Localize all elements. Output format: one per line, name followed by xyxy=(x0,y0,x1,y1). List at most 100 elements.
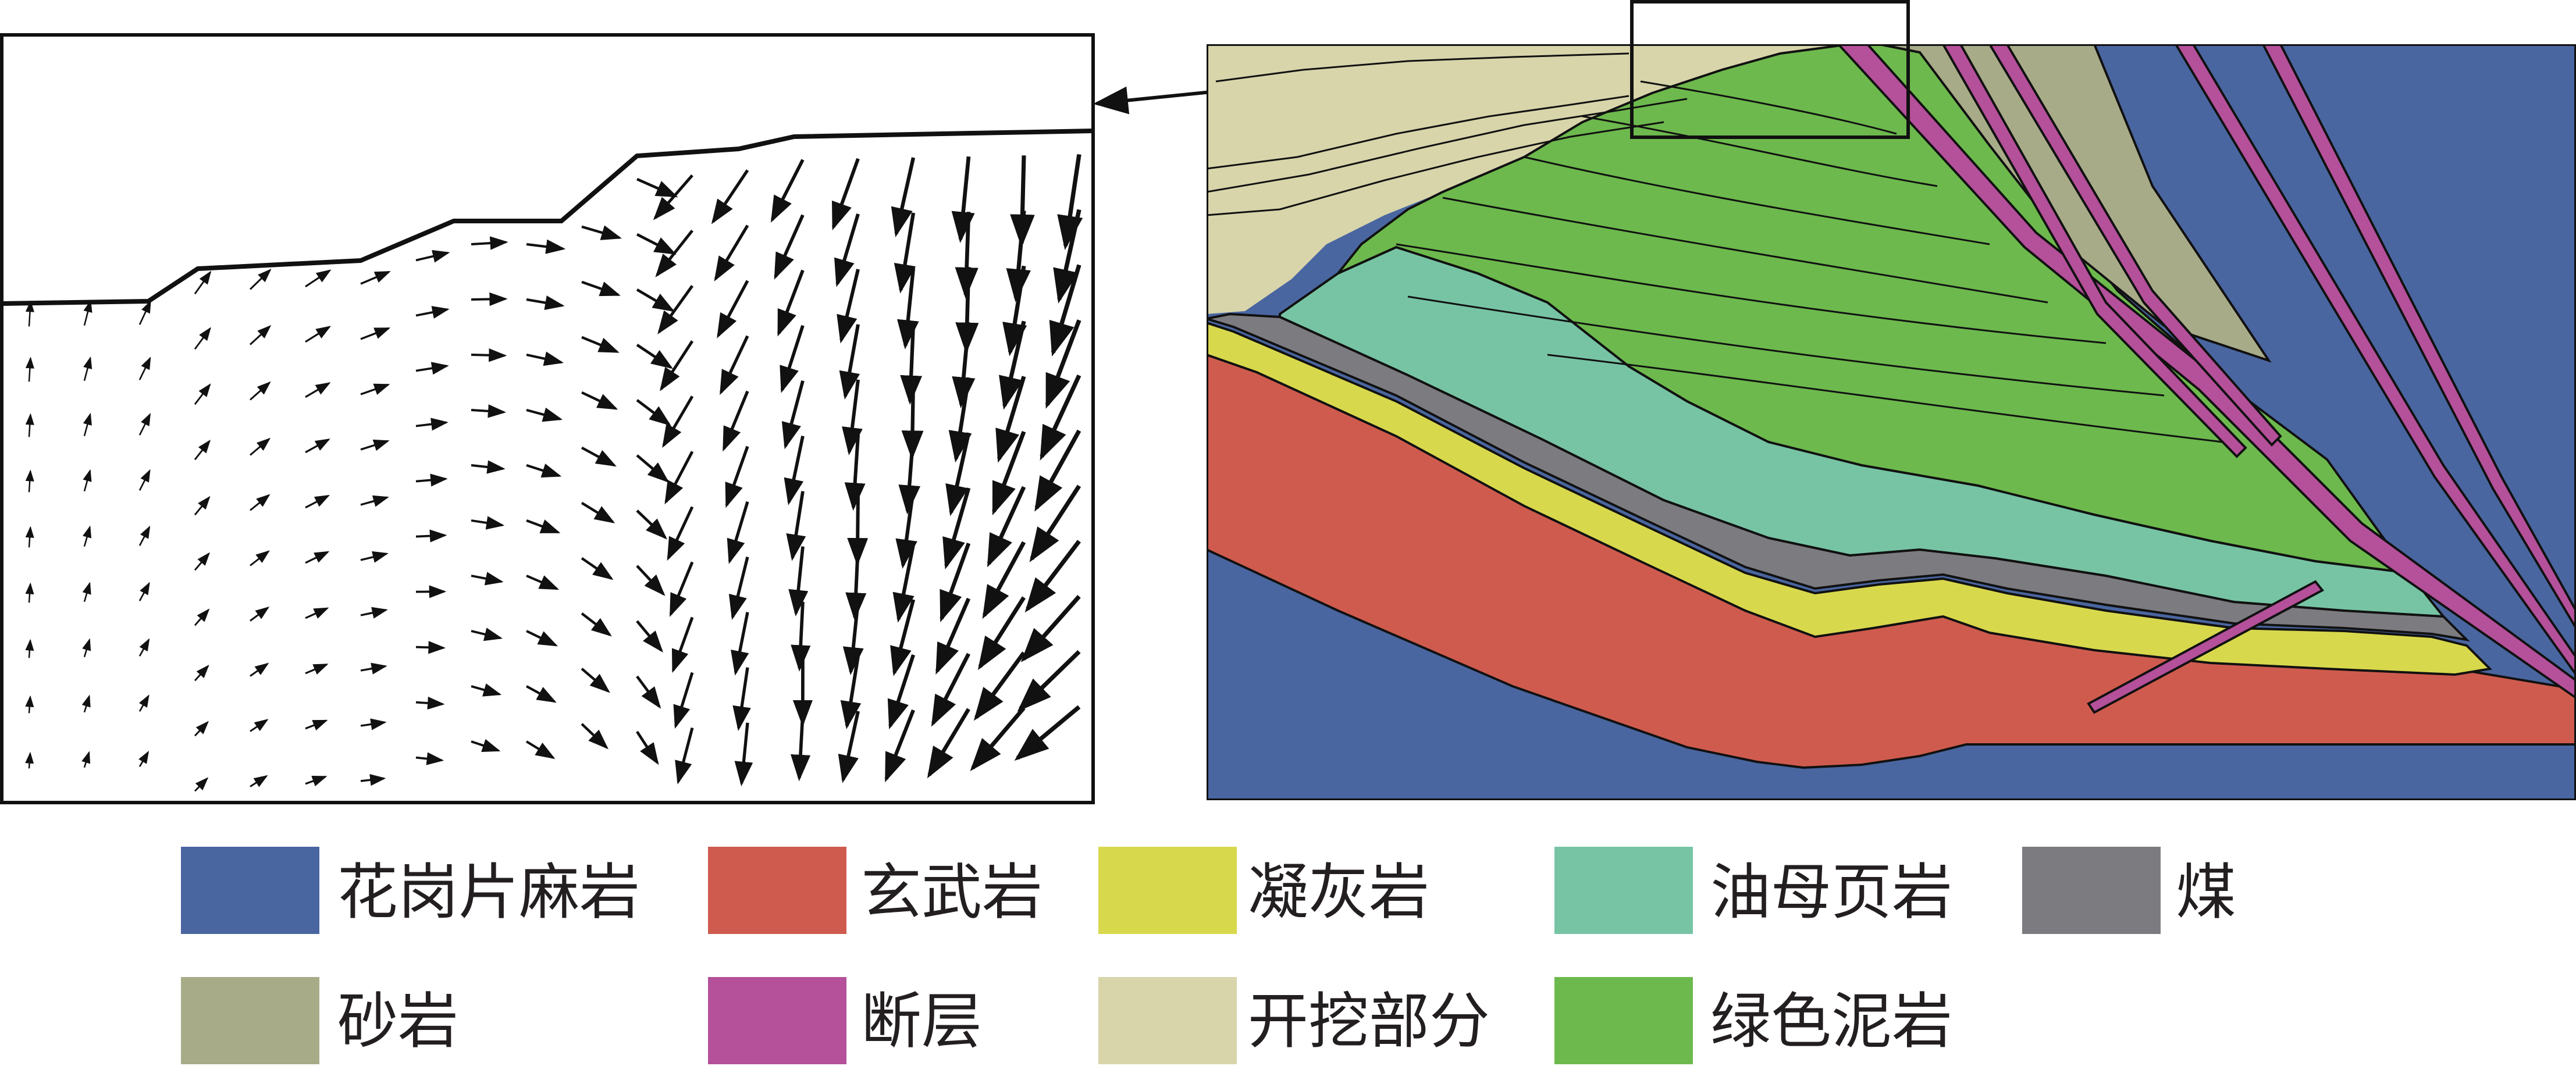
displacement-vector xyxy=(194,270,212,295)
fault-b xyxy=(1941,44,2247,458)
legend-swatch-green-mudstone xyxy=(1554,977,1693,1064)
displacement-vector xyxy=(891,157,916,237)
displacement-vector xyxy=(955,212,979,299)
legend-swatch-excavated-part xyxy=(1098,977,1237,1064)
displacement-vector xyxy=(720,335,749,395)
displacement-vector xyxy=(305,269,332,288)
displacement-vector xyxy=(940,543,971,623)
displacement-vector xyxy=(526,519,561,534)
displacement-vector xyxy=(942,487,971,570)
displacement-vector xyxy=(526,575,560,590)
legend-label-sandstone: 砂岩 xyxy=(337,986,458,1057)
displacement-vector xyxy=(360,495,389,507)
displacement-vector xyxy=(415,696,445,710)
displacement-vector xyxy=(673,672,694,729)
displacement-vector xyxy=(831,158,860,231)
displacement-vector xyxy=(581,668,610,693)
displacement-vector xyxy=(1057,154,1083,251)
displacement-vector xyxy=(305,607,329,619)
displacement-vector xyxy=(837,269,860,344)
displacement-vector xyxy=(892,544,916,623)
displacement-vector xyxy=(581,446,617,467)
displacement-vector xyxy=(25,582,34,603)
displacement-vector xyxy=(1034,429,1081,512)
displacement-vector xyxy=(662,395,694,448)
displacement-vector xyxy=(83,525,92,547)
displacement-vector xyxy=(138,525,151,546)
displacement-vector xyxy=(194,552,210,571)
displacement-vector xyxy=(667,506,694,561)
legend-label-basalt: 玄武岩 xyxy=(861,857,1043,928)
displacement-vector xyxy=(305,719,328,731)
displacement-vector xyxy=(1006,210,1031,302)
displacement-vector xyxy=(25,356,34,382)
displacement-vector xyxy=(81,694,91,713)
displacement-vector xyxy=(415,641,446,654)
displacement-vector xyxy=(360,607,388,619)
displacement-vector xyxy=(935,597,971,675)
displacement-vector xyxy=(722,390,749,452)
displacement-vector xyxy=(840,655,862,730)
displacement-vector xyxy=(728,557,749,620)
displacement-vector xyxy=(987,486,1026,568)
displacement-vector xyxy=(360,327,391,340)
displacement-vector xyxy=(249,269,272,290)
displacement-vector xyxy=(581,225,622,240)
displacement-vector xyxy=(1024,540,1081,613)
displacement-vector xyxy=(305,495,330,509)
displacement-vector xyxy=(250,494,271,511)
displacement-vector-panel xyxy=(0,33,1095,804)
displacement-vector xyxy=(780,325,805,393)
displacement-vector xyxy=(194,665,209,682)
displacement-vector xyxy=(250,662,269,677)
slope-surface-line xyxy=(1,129,1094,306)
displacement-vector xyxy=(25,300,34,327)
displacement-vector xyxy=(25,413,34,437)
displacement-vector xyxy=(636,509,667,540)
displacement-vector xyxy=(415,306,450,319)
legend-swatch-tuff xyxy=(1098,847,1237,934)
displacement-vector xyxy=(992,431,1026,516)
displacement-vector xyxy=(732,667,751,732)
displacement-vector xyxy=(194,440,211,461)
displacement-vector xyxy=(945,432,971,516)
displacement-vector xyxy=(138,469,151,491)
displacement-vector xyxy=(471,572,504,586)
displacement-vector xyxy=(636,233,677,255)
displacement-vector xyxy=(977,596,1026,671)
displacement-vector xyxy=(653,174,693,220)
excavated-region xyxy=(1207,44,1850,314)
displacement-vector xyxy=(415,418,449,431)
displacement-vector xyxy=(669,561,694,617)
displacement-vector xyxy=(138,356,151,380)
fault-c xyxy=(1988,44,2282,447)
displacement-vector xyxy=(1045,319,1081,409)
displacement-vector xyxy=(790,712,811,782)
displacement-vector xyxy=(660,340,694,391)
displacement-vector xyxy=(781,380,805,450)
displacement-vector xyxy=(581,391,618,410)
displacement-vector xyxy=(471,404,507,418)
displacement-vector xyxy=(734,722,753,787)
displacement-vector xyxy=(526,630,558,647)
displacement-vector xyxy=(948,377,972,463)
displacement-vector xyxy=(82,638,91,658)
displacement-vector xyxy=(636,565,666,596)
displacement-vector xyxy=(360,774,386,786)
displacement-vector xyxy=(894,212,916,294)
displacement-vector xyxy=(360,270,391,285)
displacement-vector xyxy=(951,156,975,243)
displacement-vector xyxy=(657,285,694,334)
displacement-vector xyxy=(138,582,150,601)
displacement-vector xyxy=(895,489,917,569)
excavation-step-lines xyxy=(1207,52,1688,216)
displacement-vector xyxy=(471,460,506,474)
displacement-vector xyxy=(999,320,1026,410)
displacement-vector xyxy=(250,381,271,401)
displacement-vector xyxy=(791,601,811,672)
displacement-vector xyxy=(884,709,915,783)
displacement-vector xyxy=(636,730,659,765)
displacement-vector xyxy=(636,288,675,312)
geological-section-panel xyxy=(1207,0,2576,800)
displacement-vector xyxy=(526,407,563,422)
